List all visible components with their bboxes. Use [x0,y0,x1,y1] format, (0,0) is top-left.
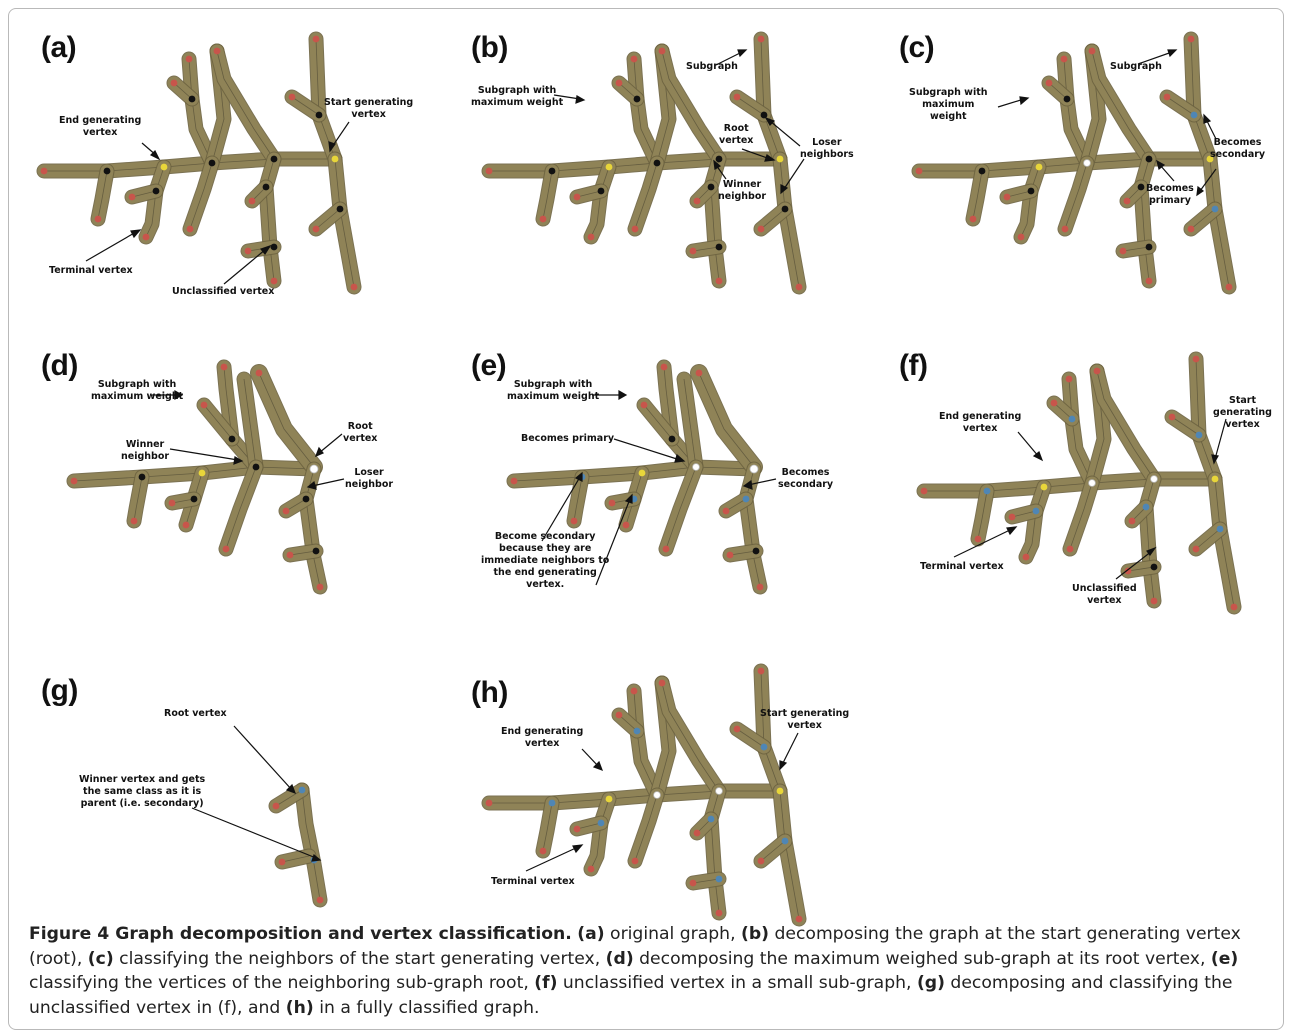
panel-f: (f) End generating vertex Start generati… [884,339,1284,619]
figure-frame: (a) End generating vertex Start generati… [8,8,1284,1030]
figure-caption: Figure 4 Graph decomposition and vertex … [29,922,1279,1020]
caption-text: in a fully classified graph. [314,998,540,1018]
caption-label: (e) [1211,949,1238,969]
panel-c: (c) Subgraph Subgraph with maximum weigh… [884,19,1284,319]
caption-text: unclassified vertex in a small sub-graph… [557,973,917,993]
panel-d: (d) Subgraph with maximum weight Root ve… [24,339,444,609]
caption-label: (d) [606,949,634,969]
caption-title: Figure 4 Graph decomposition and vertex … [29,924,572,944]
arrows-f [884,339,1284,619]
arrows-h [454,641,874,916]
panel-h: (h) End generating vertex Start generati… [454,641,874,916]
panel-e: (e) Subgraph with maximum weight Becomes… [454,339,874,609]
caption-label: (f) [534,973,557,993]
panel-a: (a) End generating vertex Start generati… [24,19,444,319]
caption-text: classifying the vertices of the neighbor… [29,973,534,993]
caption-label: (a) [577,924,604,944]
caption-label: (b) [741,924,769,944]
arrows-g [24,664,444,914]
arrows-a [24,19,444,319]
caption-text: original graph, [605,924,741,944]
caption-label: (g) [917,973,945,993]
arrows-b [454,19,874,319]
arrows-d [24,339,444,609]
panel-b: (b) Subgraph Subgraph with maximum weigh… [454,19,874,319]
caption-text: classifying the neighbors of the start g… [114,949,606,969]
arrows-c [884,19,1284,319]
panel-g: (g) Root vertex Winner vertex and gets t… [24,664,444,914]
caption-label: (h) [286,998,314,1018]
caption-label: (c) [88,949,114,969]
caption-text: decomposing the maximum weighed sub-grap… [634,949,1211,969]
arrows-e [454,339,874,609]
